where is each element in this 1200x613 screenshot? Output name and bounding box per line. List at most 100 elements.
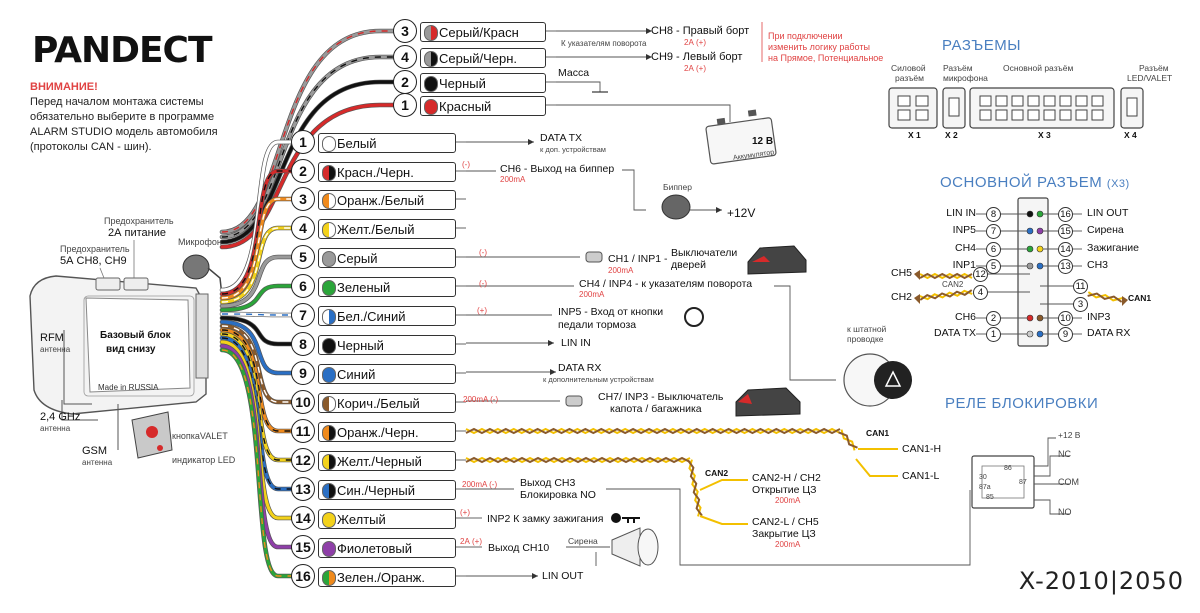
ch3-current: 200mA (-)	[462, 480, 498, 489]
warning-line: (протоколы CAN - шин).	[30, 141, 152, 153]
led-connector-label: Разъём	[1139, 63, 1169, 73]
fuse-5a-leader	[99, 267, 105, 279]
led-indicator	[157, 445, 163, 451]
x3-pin	[1011, 95, 1024, 107]
hood-switch	[565, 395, 583, 407]
led-connector-label: LED/VALET	[1127, 73, 1173, 83]
std-wiring-label: к штатной	[847, 324, 887, 334]
x3-can1-label: CAN1	[1128, 293, 1152, 303]
brake-icon	[684, 307, 704, 327]
wire-label-box: Фиолетовый	[318, 538, 456, 558]
can1-l-leader	[855, 458, 898, 477]
wire-label: Серый/Красн	[439, 25, 519, 40]
warning-line: обязательно выберите в программе	[30, 111, 215, 123]
ch1-polarity: (-)	[479, 248, 487, 257]
pin-dot	[1026, 245, 1034, 253]
x3-left-pin-label: LIN IN	[946, 207, 976, 219]
microphone	[182, 254, 210, 280]
wire-stripe	[221, 198, 292, 299]
ch1-current: 200mA	[608, 266, 634, 275]
mic-connector-label: Разъём	[943, 63, 973, 73]
connectors-title: РАЗЪЕМЫ	[942, 37, 1022, 54]
wire-label-box: Желт./Белый	[318, 219, 456, 239]
can2-l-current: 200mA	[775, 540, 801, 549]
x3-can2-pair	[919, 272, 973, 280]
wire-color-swatch	[322, 280, 336, 296]
data-tx-sub: к доп. устройствам	[540, 145, 606, 154]
ch1-desc: дверей	[671, 259, 706, 271]
wire-color-swatch	[322, 136, 336, 152]
wire-number: 1	[291, 130, 315, 154]
pin-number: 14	[1058, 242, 1073, 257]
wire-color-swatch	[322, 454, 336, 470]
x1-label: X 1	[908, 130, 921, 140]
battery-leader	[556, 104, 731, 122]
wire-label-box: Серый/Черн.	[420, 48, 546, 68]
ch3-relay-leader	[606, 488, 971, 566]
wire-number: 1	[393, 93, 417, 117]
can2-l-label: CAN2-L / CH5	[752, 516, 819, 528]
wire	[220, 140, 294, 292]
relay-pin-87a: 87a	[979, 484, 991, 491]
wire-color-swatch	[322, 222, 336, 238]
base-unit-subtitle: вид снизу	[106, 344, 156, 355]
ch9-label: CH9 - Левый борт	[651, 51, 743, 63]
pin-number: 1	[986, 327, 1001, 342]
wire-label-box: Оранж./Белый	[318, 190, 456, 210]
arrow-head	[1122, 296, 1128, 306]
arrow-head	[532, 573, 538, 579]
wire-number: 4	[393, 45, 417, 69]
arrow-head	[528, 139, 534, 145]
gsm-sub: антенна	[82, 458, 113, 467]
base-unit-frame	[83, 295, 195, 397]
pin-number: 13	[1058, 259, 1073, 274]
wire-label-box: Черный	[318, 335, 456, 355]
microphone-cable	[207, 267, 223, 297]
can1-twisted-pair	[838, 431, 858, 449]
wire-color-swatch	[322, 512, 336, 528]
wire-number: 2	[393, 70, 417, 94]
rfm-antenna	[63, 330, 92, 405]
wire-stripe	[221, 349, 292, 577]
wire-label-box: Серый/Красн	[420, 22, 546, 42]
x2-label: X 2	[945, 130, 958, 140]
wire-label: Фиолетовый	[337, 541, 413, 556]
can2-twisted-pair	[465, 456, 691, 464]
wire-number: 5	[291, 245, 315, 269]
pin-dot	[1036, 245, 1044, 253]
plus-12v-label: +12V	[727, 206, 756, 220]
ch3-label: Выход CH3	[520, 477, 576, 489]
warning-line: Перед началом монтажа системы	[30, 96, 204, 108]
x3-can2-pair	[919, 289, 973, 301]
wire-label-box: Желт./Черный	[318, 451, 456, 471]
wire-color-swatch	[322, 425, 336, 441]
wire-label-box: Корич./Белый	[318, 393, 456, 413]
siren	[611, 527, 641, 567]
main-connector-title-sub: (X3)	[1106, 178, 1130, 190]
x3-label: X 3	[1038, 130, 1051, 140]
can1-twisted-pair	[465, 427, 841, 435]
wire-number: 12	[291, 448, 315, 472]
fuse-5a-value: 5А CH8, CH9	[60, 255, 127, 267]
pin-dot	[1026, 314, 1034, 322]
ghz-label: 2,4 GHz	[40, 411, 81, 423]
led-label: индикатор LED	[172, 455, 236, 465]
data-rx-sub: к дополнительным устройствам	[543, 375, 654, 384]
gsm-label: GSM	[82, 445, 108, 457]
wire	[220, 255, 294, 308]
wire-stripe	[221, 325, 292, 403]
relay-pin-30: 30	[979, 474, 987, 481]
ch6-current: 200mA	[500, 175, 526, 184]
wire-label: Оранж./Белый	[337, 193, 425, 208]
wire-label-box: Оранж./Черн.	[318, 422, 456, 442]
pin-number: 6	[986, 242, 1001, 257]
pin-number: 12	[973, 267, 988, 282]
relay-pin-86: 86	[1004, 465, 1012, 472]
can2-l-leader	[699, 515, 748, 525]
ch7-label: CH7/ INP3 - Выключатель	[598, 391, 724, 403]
ground-leader	[556, 81, 601, 92]
x3-body	[1017, 197, 1049, 347]
pin-dot	[1036, 227, 1044, 235]
wire-label: Желтый	[337, 512, 386, 527]
